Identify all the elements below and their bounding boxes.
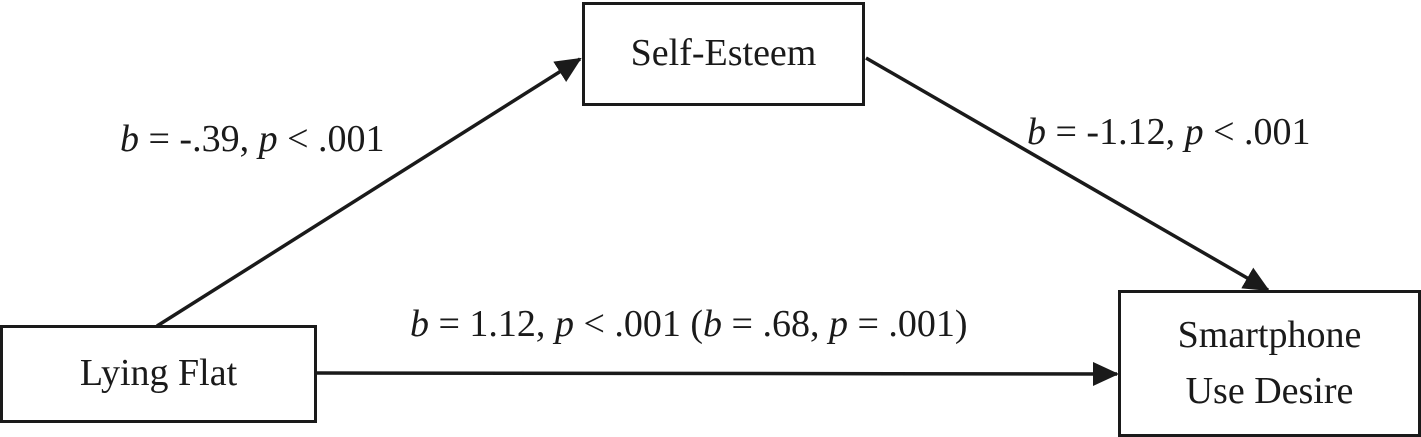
path-c-direct-p-value: = .001) <box>847 303 968 345</box>
node-self-esteem: Self-Esteem <box>582 2 865 106</box>
node-smartphone-label-line2: Use Desire <box>1185 369 1354 412</box>
path-a-p-symbol: p <box>258 118 278 160</box>
arrow-self-esteem-to-smartphone <box>865 56 1270 292</box>
node-lying-flat-label: Lying Flat <box>79 352 238 395</box>
node-smartphone-label-line1: Smartphone <box>1177 314 1362 357</box>
node-self-esteem-label: Self-Esteem <box>630 32 817 75</box>
arrow-lying-flat-to-smartphone <box>316 361 1119 386</box>
path-b-b-value: = -1.12, <box>1046 111 1185 153</box>
path-c-direct-b-symbol: b <box>703 303 723 345</box>
path-c-direct-b-value: = .68, <box>722 303 829 345</box>
path-c-direct-p-symbol: p <box>828 303 848 345</box>
path-b-p-value: < .001 <box>1203 111 1311 153</box>
path-c-coefficient: b = 1.12, p < .001 (b = .68, p = .001) <box>410 305 968 343</box>
path-c-p-symbol: p <box>554 303 574 345</box>
arrow-lying-flat-to-self-esteem <box>156 57 582 328</box>
path-b-b-symbol: b <box>1027 111 1046 153</box>
path-a-coefficient: b = -.39, p < .001 <box>120 120 385 158</box>
node-smartphone-use-desire: Smartphone Use Desire <box>1118 290 1421 437</box>
path-a-p-value: < .001 <box>277 118 385 160</box>
path-b-p-symbol: p <box>1184 111 1204 153</box>
path-a-b-symbol: b <box>120 118 139 160</box>
path-c-b-value: = 1.12, <box>429 303 555 345</box>
path-c-p-value: < .001 ( <box>573 303 704 345</box>
path-c-b-symbol: b <box>410 303 429 345</box>
node-lying-flat: Lying Flat <box>0 325 317 423</box>
path-a-b-value: = -.39, <box>139 118 259 160</box>
path-b-coefficient: b = -1.12, p < .001 <box>1027 113 1311 151</box>
